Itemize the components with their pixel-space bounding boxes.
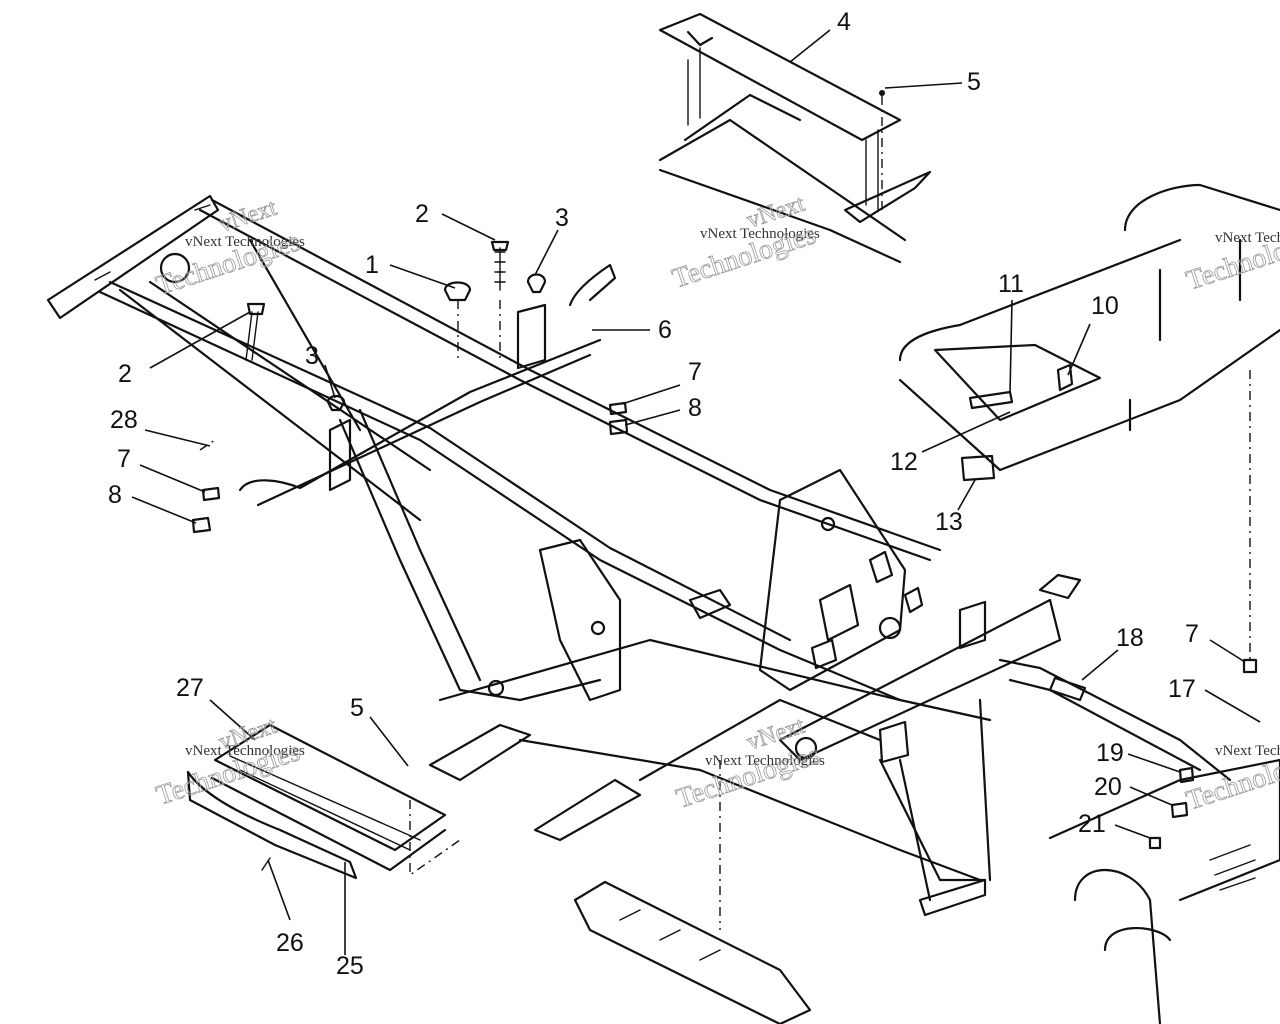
callout-3-left: 3 [305, 342, 319, 370]
watermark-1-line2: vNext Technologies [185, 234, 305, 250]
main-frame [46, 183, 1280, 1024]
watermark-5-line3: Technologies [673, 739, 824, 814]
watermark-6-line2: vNext Technologies [1215, 743, 1280, 759]
watermark-2-line2: vNext Technologies [700, 226, 820, 242]
callout-21: 21 [1078, 810, 1106, 838]
callout-8-right: 8 [688, 394, 702, 422]
callout-27: 27 [176, 674, 204, 702]
callout-7-left: 7 [117, 445, 131, 473]
callout-13: 13 [935, 508, 963, 536]
callout-4: 4 [837, 8, 851, 36]
callout-6: 6 [658, 316, 672, 344]
callout-12: 12 [890, 448, 918, 476]
watermark-3-line2: vNext Technologies [1215, 230, 1280, 246]
callout-7-rear: 7 [1185, 620, 1199, 648]
callout-labels: 1 2 2 3 3 4 5 5 6 7 7 7 8 8 10 11 12 13 … [108, 8, 1199, 980]
callout-26: 26 [276, 929, 304, 957]
hardware [191, 240, 1258, 930]
watermark-5-line2: vNext Technologies [705, 753, 825, 769]
callout-25: 25 [336, 952, 364, 980]
callout-11: 11 [998, 270, 1024, 298]
watermark-4-line2: vNext Technologies [185, 743, 305, 759]
callout-19: 19 [1096, 739, 1124, 767]
callout-2-bolt: 2 [415, 200, 429, 228]
leader-lines [131, 29, 1261, 955]
callout-3-right: 3 [555, 204, 569, 232]
callout-1: 1 [365, 251, 379, 279]
callout-28: 28 [110, 406, 138, 434]
callout-2-left: 2 [118, 360, 132, 388]
callout-20: 20 [1094, 773, 1122, 801]
callout-10: 10 [1091, 292, 1119, 320]
callout-5-top: 5 [967, 68, 981, 96]
callout-17: 17 [1168, 675, 1196, 703]
inset-cross-member [658, 12, 932, 264]
callout-8-left: 8 [108, 481, 122, 509]
callout-18: 18 [1116, 624, 1144, 652]
callout-5-footrest: 5 [350, 694, 364, 722]
callout-7-right: 7 [688, 358, 702, 386]
